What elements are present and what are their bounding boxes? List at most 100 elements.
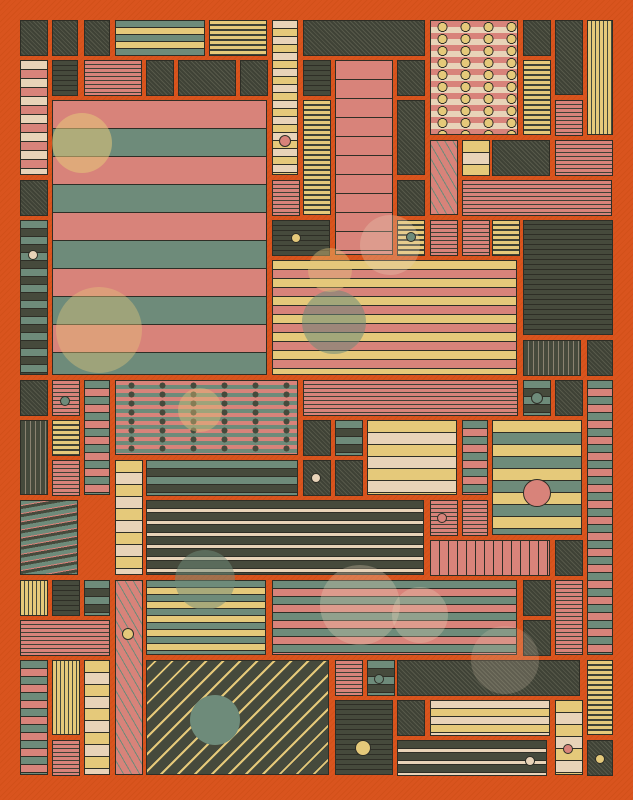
pattern-tile: [523, 580, 551, 616]
pattern-tile: [20, 20, 48, 56]
pattern-tile: [462, 180, 612, 216]
pattern-tile: [555, 700, 583, 775]
circle-mark: [595, 754, 605, 764]
circle-mark: [190, 695, 240, 745]
pattern-tile: [430, 220, 458, 256]
pattern-tile: [20, 220, 48, 375]
pattern-tile: [555, 380, 583, 416]
pattern-tile: [272, 580, 517, 655]
pattern-tile: [492, 140, 550, 176]
pattern-tile: [52, 20, 78, 56]
pattern-tile: [52, 580, 80, 616]
pattern-tile: [272, 180, 300, 216]
pattern-tile: [303, 20, 425, 56]
pattern-tile: [84, 660, 110, 775]
pattern-tile: [84, 580, 110, 616]
pattern-tile: [555, 20, 583, 95]
pattern-tile: [555, 580, 583, 655]
pattern-tile: [20, 660, 48, 775]
pattern-tile: [462, 140, 490, 176]
pattern-tile: [430, 700, 550, 736]
pattern-tile: [587, 340, 613, 376]
pattern-tile: [523, 20, 551, 56]
pattern-tile: [303, 380, 518, 416]
pattern-tile: [523, 220, 613, 335]
circle-mark: [175, 550, 235, 610]
pattern-tile: [20, 60, 48, 175]
pattern-tile: [146, 460, 298, 496]
pattern-tile: [430, 20, 518, 135]
circle-mark: [291, 233, 301, 243]
pattern-tile: [20, 380, 48, 416]
pattern-tile: [462, 220, 490, 256]
pattern-tile: [555, 540, 583, 576]
circle-mark: [531, 392, 543, 404]
pattern-tile: [555, 100, 583, 136]
circle-mark: [52, 113, 112, 173]
pattern-tile: [335, 460, 363, 496]
pattern-tile: [272, 20, 298, 175]
circle-mark: [60, 396, 70, 406]
pattern-tile: [272, 220, 330, 256]
circle-mark: [355, 740, 371, 756]
pattern-tile: [209, 20, 267, 56]
pattern-tile: [523, 380, 551, 416]
pattern-tile: [492, 220, 520, 256]
pattern-tile: [84, 380, 110, 495]
pattern-tile: [397, 180, 425, 216]
pattern-tile: [335, 700, 393, 775]
circle-mark: [28, 250, 38, 260]
pattern-tile: [523, 620, 551, 656]
pattern-tile: [555, 140, 613, 176]
pattern-tile: [240, 60, 268, 96]
pattern-tile: [430, 540, 550, 576]
pattern-tile: [20, 500, 78, 575]
pattern-tile: [115, 20, 205, 56]
pattern-tile: [523, 60, 551, 135]
pattern-tile: [178, 60, 236, 96]
pattern-tile: [587, 660, 613, 735]
circle-mark: [392, 587, 448, 643]
pattern-tile: [303, 100, 331, 215]
circle-mark: [320, 565, 400, 645]
pattern-tile: [397, 700, 425, 736]
pattern-tile: [335, 660, 363, 696]
pattern-tile: [20, 580, 48, 616]
pattern-tile: [367, 420, 457, 495]
pattern-tile: [397, 660, 580, 696]
circle-mark: [311, 473, 321, 483]
circle-mark: [471, 626, 539, 694]
pattern-tile: [52, 460, 80, 496]
pattern-tile: [397, 100, 425, 175]
pattern-tile: [84, 60, 142, 96]
pattern-tile: [397, 740, 547, 776]
circle-mark: [308, 248, 352, 292]
pattern-tile: [335, 420, 363, 456]
circle-mark: [563, 744, 573, 754]
circle-mark: [122, 628, 134, 640]
pattern-tile: [587, 380, 613, 655]
circle-mark: [56, 287, 142, 373]
pattern-tile: [587, 20, 613, 135]
pattern-tile: [20, 620, 110, 656]
circle-mark: [523, 479, 551, 507]
pattern-tile: [52, 740, 80, 776]
pattern-tile: [523, 340, 581, 376]
pattern-tile: [20, 180, 48, 216]
pattern-tile: [52, 60, 78, 96]
pattern-tile: [462, 420, 488, 495]
pattern-tile: [430, 140, 458, 215]
circle-mark: [525, 756, 535, 766]
pattern-tile: [115, 460, 143, 575]
pattern-tile: [115, 580, 143, 775]
pattern-tile: [397, 60, 425, 96]
pattern-tile: [303, 420, 331, 456]
circle-mark: [302, 290, 366, 354]
circle-mark: [374, 674, 384, 684]
circle-mark: [437, 513, 447, 523]
pattern-tile: [52, 660, 80, 735]
pattern-tile: [492, 420, 582, 535]
pattern-tile: [462, 500, 488, 536]
circle-mark: [279, 135, 291, 147]
